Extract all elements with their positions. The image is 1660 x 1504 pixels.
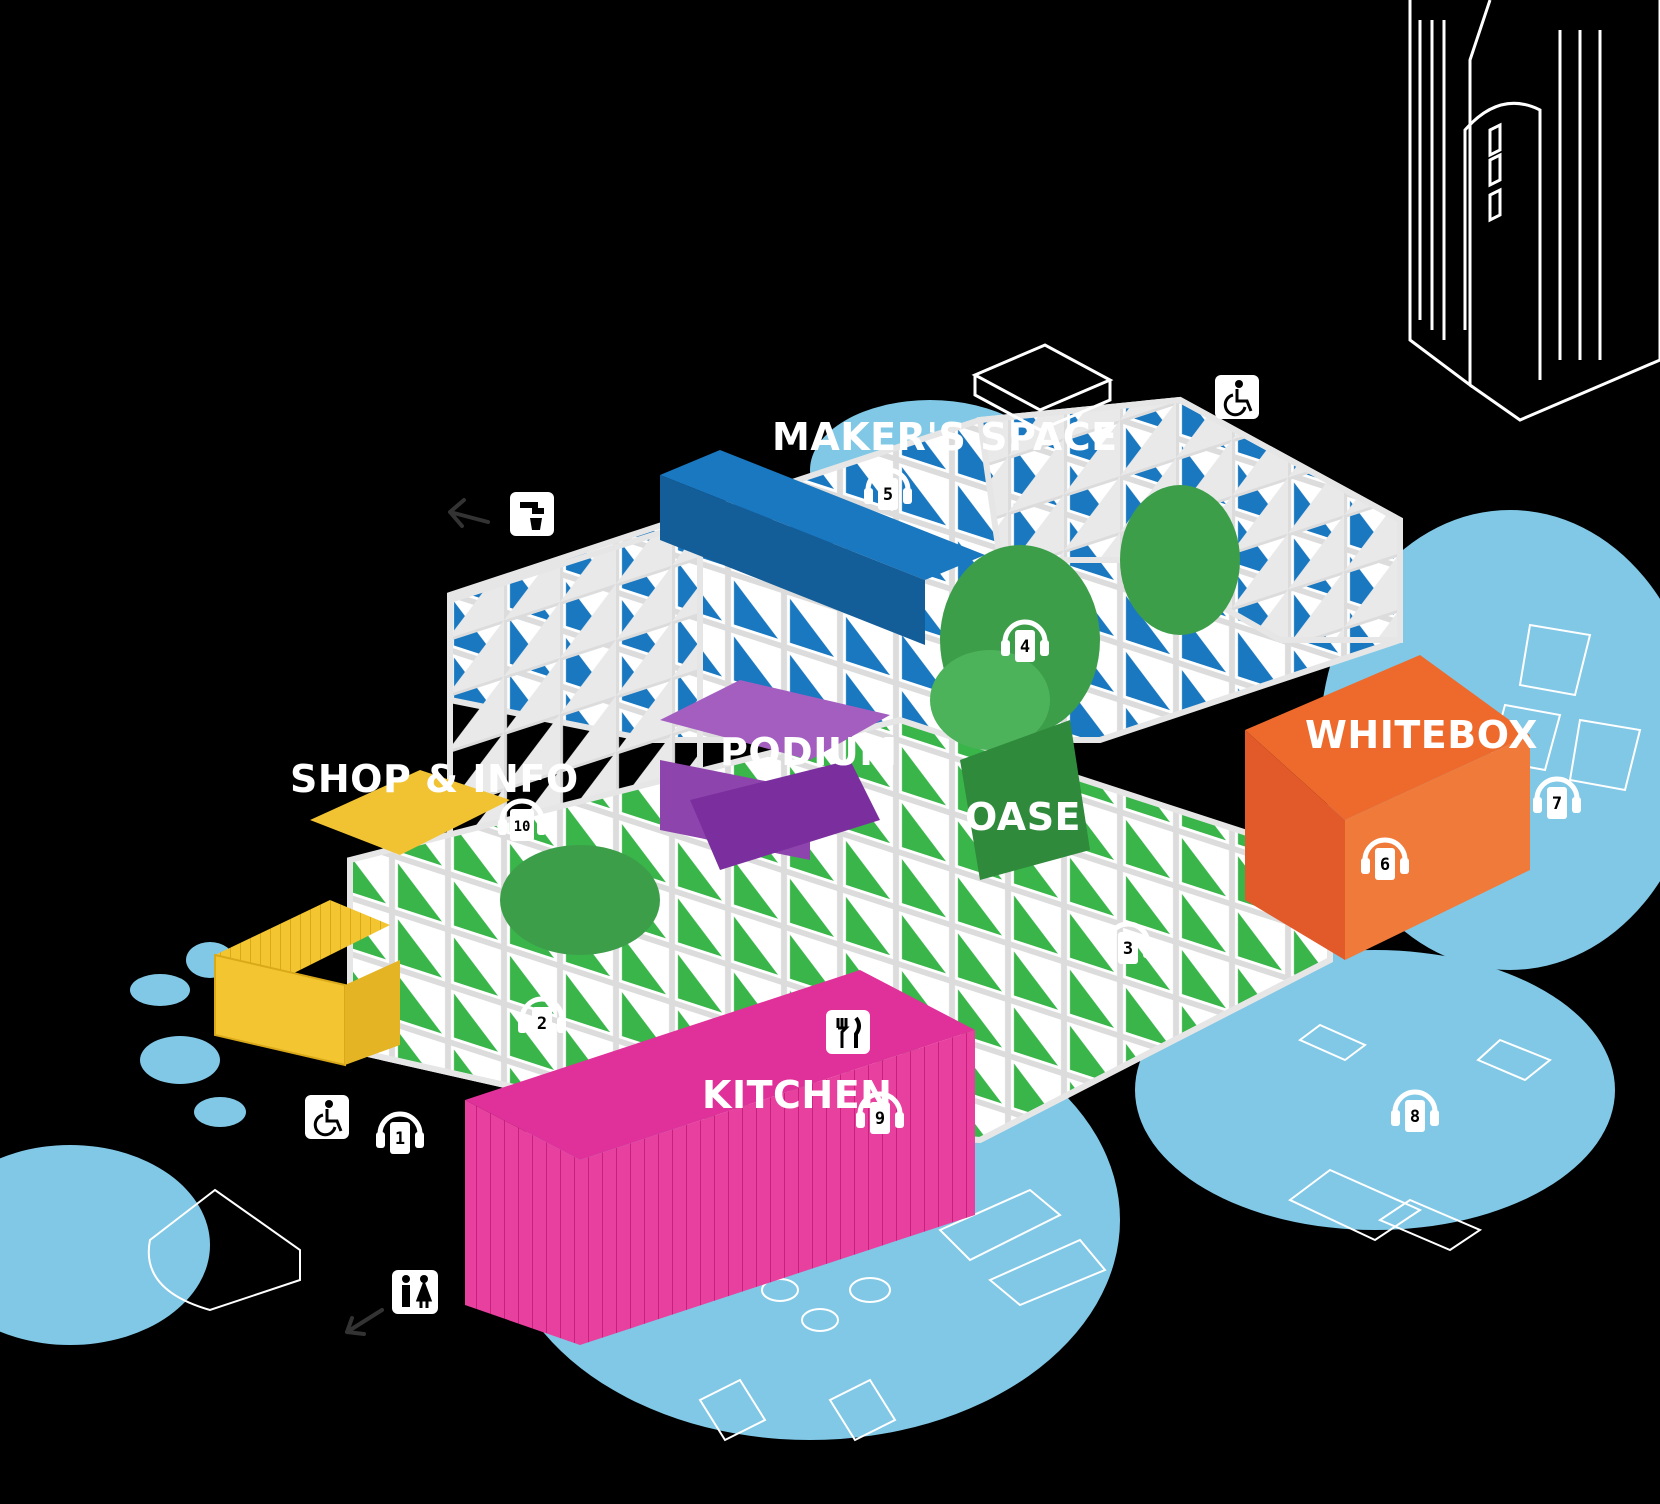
label-shop-info: SHOP & INFO [290, 757, 579, 801]
headphone-ear [895, 1112, 904, 1128]
cup-shape [530, 518, 542, 530]
wheelchair-head [325, 1100, 333, 1108]
toilet-icon[interactable] [392, 1270, 438, 1314]
toilet-tile [392, 1270, 438, 1314]
audio-point-number: 6 [1380, 855, 1390, 875]
ground-circle-left [0, 1145, 210, 1345]
label-whitebox: WHITEBOX [1305, 713, 1538, 757]
ground-dot [194, 1097, 246, 1127]
headphone-ear [1572, 797, 1581, 813]
tower-lines [1420, 20, 1600, 360]
arrow-icon[interactable] [347, 1310, 382, 1334]
wheelchair-icon[interactable] [305, 1095, 349, 1139]
audio-point-number: 10 [514, 819, 531, 835]
fork-knife-icon[interactable] [826, 1010, 870, 1054]
headphone-ear [1040, 640, 1049, 656]
headphone-ear [1400, 858, 1409, 874]
man-head [402, 1275, 410, 1283]
label-makers-space: MAKER'S SPACE [772, 415, 1118, 459]
water-tap-icon[interactable] [510, 492, 554, 536]
headphone-ear [903, 488, 912, 504]
headphone-ear [1391, 1110, 1400, 1126]
audio-point-number: 5 [883, 485, 893, 505]
wheelchair-icon[interactable] [1215, 375, 1259, 419]
ground-dot [130, 974, 190, 1006]
headphone-ear [1430, 1110, 1439, 1126]
audio-point-number: 2 [537, 1014, 547, 1034]
audio-point-1[interactable]: 1 [376, 1114, 424, 1154]
audio-point-number: 8 [1410, 1107, 1420, 1127]
headphone-ear [1533, 797, 1542, 813]
audio-point-number: 4 [1020, 637, 1030, 657]
tree [1120, 485, 1240, 635]
tower-left [1410, 0, 1490, 385]
shop-front [215, 955, 345, 1065]
label-kitchen: KITCHEN [702, 1073, 892, 1117]
restaurant-tile [826, 1010, 870, 1054]
headphone-ear [518, 1017, 527, 1033]
headphone-ear [1143, 942, 1152, 958]
audio-point-number: 3 [1123, 939, 1133, 959]
headphone-ear [557, 1017, 566, 1033]
headphone-ear [1001, 640, 1010, 656]
arrow-icon[interactable] [450, 500, 488, 526]
headphone-ear [376, 1132, 385, 1148]
label-podium: PODIUM [720, 730, 898, 774]
church-tower-outline [1410, 0, 1660, 420]
headphone-ear [415, 1132, 424, 1148]
audio-point-number: 9 [875, 1109, 885, 1129]
tower-slits [1490, 125, 1500, 220]
headphone-ear [1104, 942, 1113, 958]
headphone-ear [1361, 858, 1370, 874]
audio-point-number: 7 [1552, 794, 1562, 814]
tree [500, 845, 660, 955]
audio-point-number: 1 [395, 1129, 405, 1149]
tower-arch [1465, 103, 1540, 380]
man-body [402, 1285, 410, 1307]
headphone-ear [856, 1112, 865, 1128]
label-oase: OASE [965, 795, 1081, 839]
headphone-ear [498, 819, 507, 835]
headphone-ear [537, 819, 546, 835]
wheelchair-head [1235, 380, 1243, 388]
ground-dot [140, 1036, 220, 1084]
headphone-ear [864, 488, 873, 504]
